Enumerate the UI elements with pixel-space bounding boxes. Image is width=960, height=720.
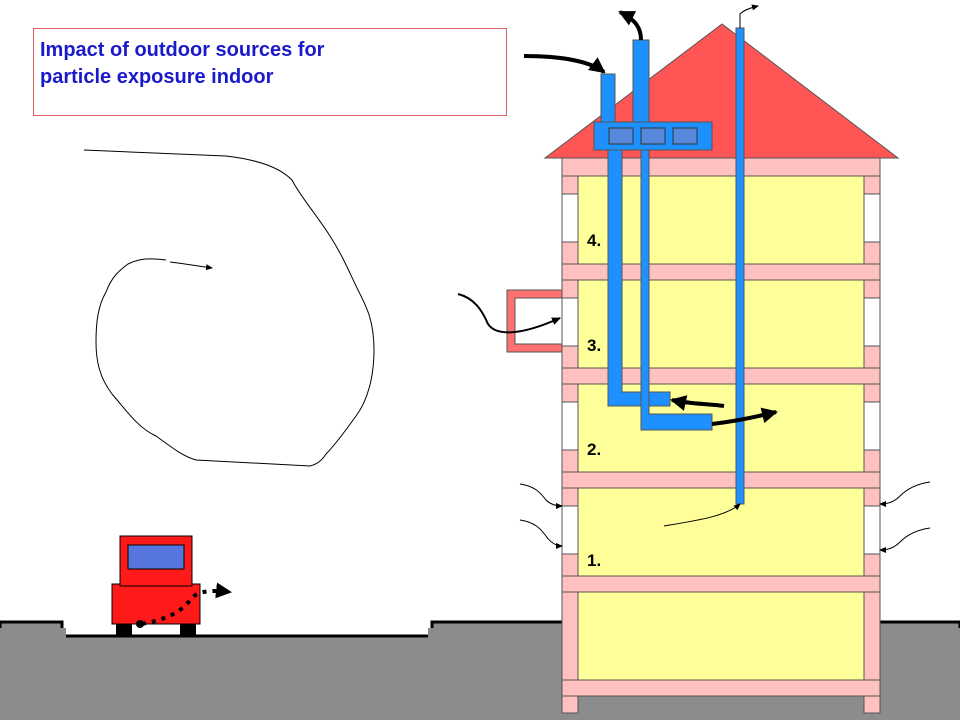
stack-vent-pipe (735, 27, 745, 505)
airflow-arrows (457, 4, 931, 553)
window-left-2 (561, 401, 579, 451)
floor-room-ground (577, 591, 865, 681)
infiltration-right-1 (879, 481, 931, 507)
title-line-2: particle exposure indoor (40, 66, 274, 88)
car (111, 535, 232, 636)
pollution-swirl (83, 149, 375, 467)
floor-label-1: 1. (587, 551, 602, 570)
window-right-4 (863, 193, 881, 243)
ahu-filter-3 (672, 127, 698, 145)
indoor-to-stack-arrow (663, 503, 741, 527)
car-window (127, 544, 185, 570)
floor-room-1 (577, 487, 865, 577)
window-right-1 (863, 505, 881, 555)
window-left-1 (561, 505, 579, 555)
title-box: Impact of outdoor sources for particle e… (33, 28, 507, 116)
intake-arrow (523, 54, 606, 74)
floor-label-3: 3. (587, 336, 602, 355)
exhaust-arrow (618, 10, 643, 41)
ahu-filter-1 (608, 127, 634, 145)
slab-1 (561, 575, 881, 593)
title-line-1: Impact of outdoor sources for (40, 39, 325, 61)
floor-room-3 (577, 279, 865, 369)
window-intake-arrow (457, 293, 561, 334)
window-right-3 (863, 297, 881, 347)
floor-room-4 (577, 175, 865, 265)
infiltration-right-2 (879, 527, 931, 553)
air-intake-duct (506, 289, 563, 353)
stack-exhaust-arrow (739, 4, 759, 28)
car-exhaust-arrow (141, 582, 232, 626)
pollution-swirl-arrow (169, 261, 213, 271)
slab-2 (561, 471, 881, 489)
return-air-arrow (670, 395, 725, 411)
infiltration-left-2 (519, 519, 563, 549)
floor-label-2: 2. (587, 440, 602, 459)
supply-air-arrow (711, 407, 778, 426)
supply-duct-intake (600, 73, 616, 125)
floor-label-4: 4. (587, 231, 602, 250)
window-left-3 (561, 297, 579, 347)
slab-bottom (561, 679, 881, 697)
window-left-4 (561, 193, 579, 243)
infiltration-left-1 (519, 483, 563, 509)
ahu-filter-2 (640, 127, 666, 145)
ventilation-ducts (593, 27, 745, 505)
window-right-2 (863, 401, 881, 451)
car-body (111, 583, 201, 625)
